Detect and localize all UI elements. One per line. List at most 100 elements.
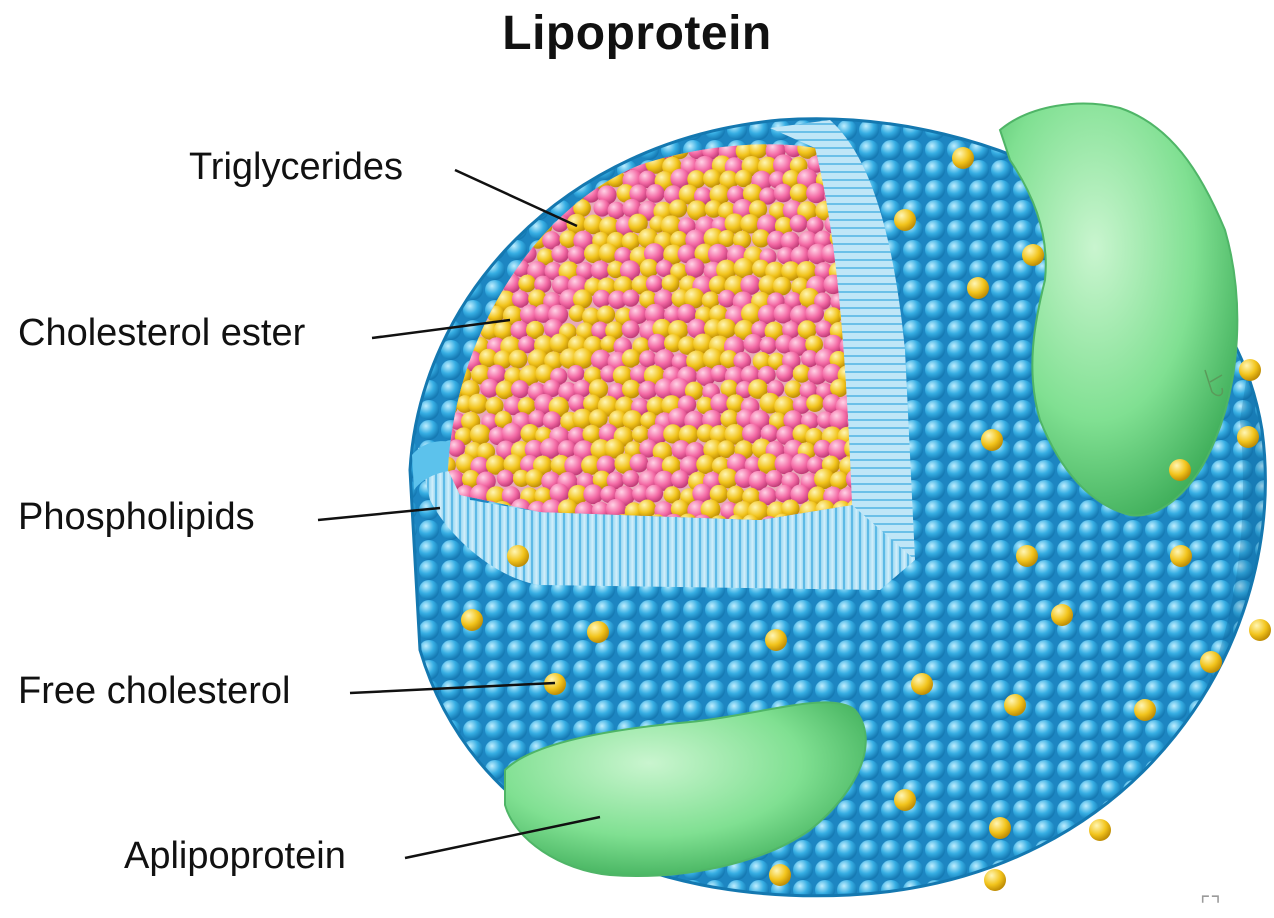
cholesterol-ester-bead: [469, 184, 487, 202]
triglyceride-bead: [622, 470, 639, 487]
triglyceride-bead: [445, 231, 465, 251]
triglyceride-bead: [430, 202, 450, 222]
free-cholesterol-dot: [1051, 604, 1073, 626]
triglyceride-bead: [452, 274, 472, 294]
label-triglycerides: Triglycerides: [189, 146, 403, 189]
triglyceride-bead: [527, 143, 545, 161]
label-apolipoprotein: Aplipoprotein: [124, 835, 346, 878]
expand-corner-icon[interactable]: ⌜⌝: [1200, 893, 1240, 910]
triglyceride-bead: [685, 258, 705, 278]
triglyceride-bead: [561, 141, 579, 159]
free-cholesterol-dot: [911, 673, 933, 695]
triglyceride-bead: [477, 170, 496, 189]
free-cholesterol-dot: [1237, 426, 1259, 448]
diagram-title: Lipoprotein: [0, 6, 1274, 61]
triglyceride-bead: [535, 187, 552, 204]
cholesterol-ester-bead: [790, 184, 809, 203]
triglyceride-bead: [492, 168, 512, 188]
cholesterol-ester-bead: [518, 275, 536, 293]
free-cholesterol-dot: [984, 869, 1006, 891]
free-cholesterol-dot: [1089, 819, 1111, 841]
triglyceride-bead: [470, 217, 488, 235]
triglyceride-bead: [568, 246, 586, 264]
cholesterol-ester-bead: [462, 139, 482, 159]
free-cholesterol-dot: [1169, 459, 1191, 481]
cholesterol-ester-bead: [431, 288, 451, 308]
triglyceride-bead: [760, 337, 777, 354]
triglyceride-bead: [609, 141, 627, 159]
triglyceride-bead: [815, 320, 832, 337]
triglyceride-bead: [790, 215, 808, 233]
triglyceride-bead: [567, 365, 584, 382]
cholesterol-ester-bead: [477, 141, 495, 159]
triglyceride-bead: [502, 214, 521, 233]
triglyceride-bead: [543, 142, 561, 160]
triglyceride-bead: [455, 186, 472, 203]
triglyceride-bead: [544, 173, 561, 190]
cholesterol-ester-bead: [669, 199, 687, 217]
triglyceride-bead: [583, 484, 603, 504]
triglyceride-bead: [718, 290, 736, 308]
triglyceride-bead: [526, 171, 543, 188]
free-cholesterol-dot: [461, 609, 483, 631]
cholesterol-ester-bead: [470, 243, 491, 264]
triglyceride-bead: [457, 248, 474, 265]
cholesterol-ester-bead: [473, 158, 491, 176]
cholesterol-ester-bead: [445, 261, 466, 282]
triglyceride-bead: [774, 184, 793, 203]
triglyceride-bead: [639, 350, 656, 367]
triglyceride-bead: [508, 141, 529, 162]
free-cholesterol-dot: [769, 864, 791, 886]
free-cholesterol-dot: [587, 621, 609, 643]
triglyceride-bead: [431, 139, 449, 157]
cholesterol-ester-bead: [429, 262, 447, 280]
triglyceride-bead: [656, 260, 673, 277]
triglyceride-bead: [465, 230, 483, 248]
free-cholesterol-dot: [952, 147, 974, 169]
triglyceride-bead: [593, 290, 611, 308]
cholesterol-ester-bead: [438, 278, 456, 296]
cholesterol-ester-bead: [806, 394, 824, 412]
triglyceride-bead: [446, 289, 464, 307]
triglyceride-bead: [464, 201, 483, 220]
free-cholesterol-dot: [1170, 545, 1192, 567]
triglyceride-bead: [438, 215, 456, 233]
triglyceride-bead: [511, 380, 529, 398]
label-free-cholesterol: Free cholesterol: [18, 670, 290, 713]
triglyceride-bead: [485, 214, 504, 233]
triglyceride-bead: [591, 261, 610, 280]
cholesterol-ester-bead: [622, 380, 641, 399]
free-cholesterol-dot: [894, 209, 916, 231]
triglyceride-bead: [805, 304, 824, 323]
free-cholesterol-dot: [981, 429, 1003, 451]
cholesterol-ester-bead: [717, 319, 737, 339]
triglyceride-bead: [622, 290, 639, 307]
triglyceride-bead: [453, 215, 472, 234]
cholesterol-ester-bead: [597, 306, 615, 324]
triglyceride-bead: [646, 184, 665, 203]
triglyceride-bead: [550, 153, 570, 173]
triglyceride-bead: [497, 470, 514, 487]
triglyceride-bead: [512, 173, 529, 190]
leader-triglycerides: [455, 170, 577, 226]
free-cholesterol-dot: [1134, 699, 1156, 721]
free-cholesterol-dot: [507, 545, 529, 567]
triglyceride-bead: [493, 201, 511, 219]
cholesterol-ester-bead: [468, 394, 488, 414]
cholesterol-ester-bead: [493, 141, 512, 160]
label-phospholipids: Phospholipids: [18, 496, 255, 539]
free-cholesterol-dot: [967, 277, 989, 299]
free-cholesterol-dot: [989, 817, 1011, 839]
cholesterol-ester-bead: [518, 155, 535, 172]
triglyceride-bead: [776, 365, 793, 382]
triglyceride-bead: [646, 275, 663, 292]
triglyceride-bead: [438, 244, 459, 265]
label-cholesterol-ester: Cholesterol ester: [18, 312, 305, 355]
free-cholesterol-dot: [1200, 651, 1222, 673]
cholesterol-ester-bead: [622, 349, 641, 368]
cholesterol-ester-bead: [573, 139, 593, 159]
free-cholesterol-dot: [1239, 359, 1261, 381]
cholesterol-ester-bead: [638, 500, 656, 518]
